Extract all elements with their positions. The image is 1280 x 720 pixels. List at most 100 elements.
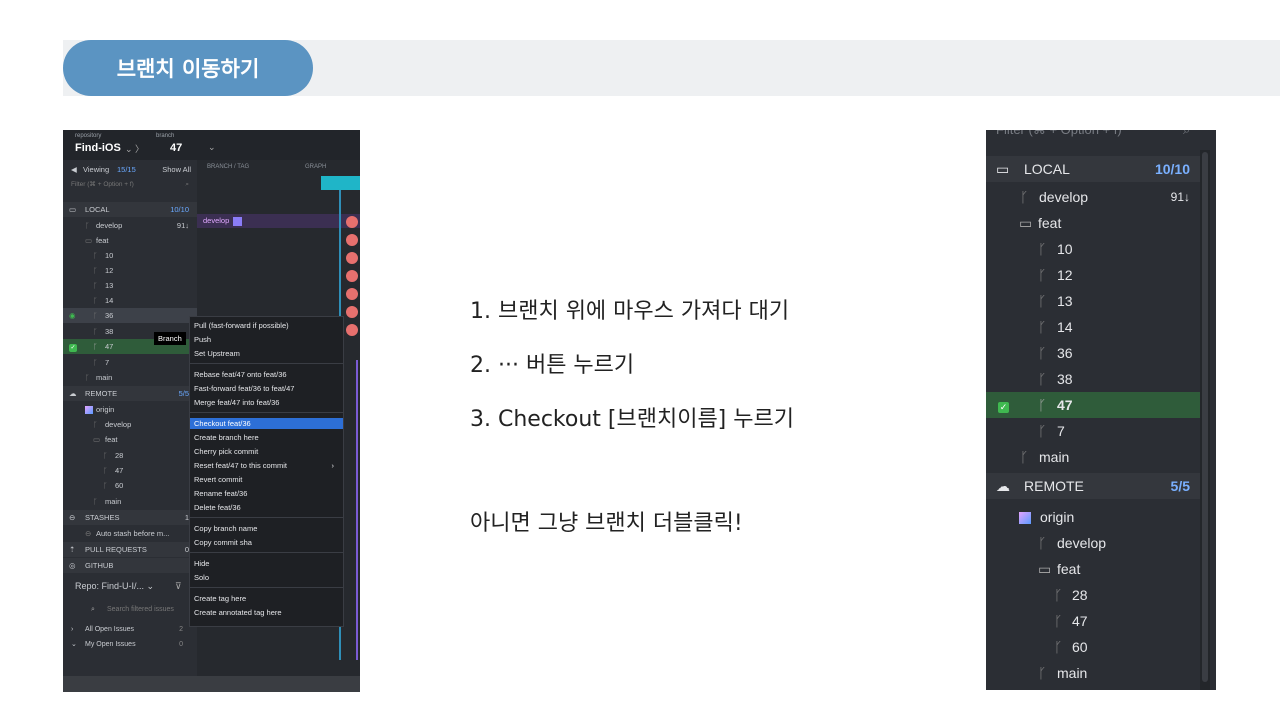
menu-item-create-annotated-tag[interactable]: Create annotated tag here	[194, 608, 282, 617]
menu-item-fast-forward[interactable]: Fast-forward feat/36 to feat/47	[194, 384, 295, 393]
branch-icon: ᚴ	[1054, 639, 1063, 655]
branch-icon: ᚴ	[93, 311, 98, 320]
avatar[interactable]	[346, 288, 358, 300]
scrollbar-thumb[interactable]	[1202, 152, 1208, 682]
menu-item-hide[interactable]: Hide	[194, 559, 210, 568]
menu-item-push[interactable]: Push	[194, 335, 212, 344]
folder-feat[interactable]: ▭feat	[63, 233, 197, 248]
issue-search-input[interactable]: ⌕Search filtered issues	[63, 602, 197, 617]
menu-item-create-branch[interactable]: Create branch here	[194, 433, 259, 442]
branch-icon: ᚴ	[93, 420, 98, 429]
graph-column-header: BRANCH / TAG GRAPH	[207, 164, 327, 170]
repo-chevron-icon[interactable]: ⌄ 〉	[125, 144, 145, 154]
avatar[interactable]	[346, 234, 358, 246]
avatar[interactable]	[346, 252, 358, 264]
menu-item-solo[interactable]: Solo	[194, 573, 210, 582]
menu-item-revert[interactable]: Revert commit	[194, 475, 243, 484]
branch-icon: ᚴ	[85, 373, 90, 382]
remote-origin[interactable]: origin	[986, 504, 1200, 530]
menu-item-reset[interactable]: Reset feat/47 to this commit›	[194, 461, 334, 470]
branch-icon: ᚴ	[1038, 665, 1047, 681]
remote-origin[interactable]: origin	[63, 402, 197, 417]
repo-toolbar: repository branch Find-iOS ⌄ 〉 47 ⌄	[63, 130, 360, 160]
menu-item-cherry-pick[interactable]: Cherry pick commit	[194, 447, 259, 456]
menu-item-delete[interactable]: Delete feat/36	[194, 503, 241, 512]
menu-item-set-upstream[interactable]: Set Upstream	[194, 349, 240, 358]
tooltip: Branch	[154, 332, 186, 345]
filter-input[interactable]: Filter (⌘ + Option + f) ⌕	[63, 177, 197, 192]
remote-folder-feat[interactable]: ▭feat	[986, 556, 1200, 582]
avatar[interactable]	[346, 306, 358, 318]
stash-icon: ⊖	[85, 529, 92, 538]
folder-feat[interactable]: ▭feat	[986, 210, 1200, 236]
stash-item[interactable]: ⊖Auto stash before m...	[63, 526, 197, 541]
menu-divider	[190, 587, 343, 588]
menu-item-copy-commit-sha[interactable]: Copy commit sha	[194, 538, 252, 547]
filter-input[interactable]: Filter (⌘ + Option + f) ⌕	[986, 130, 1216, 150]
branch-dropdown-icon[interactable]: ⌄	[208, 142, 216, 152]
remote-folder-feat[interactable]: ▭feat	[63, 432, 197, 447]
menu-item-pull[interactable]: Pull (fast-forward if possible)	[194, 321, 289, 330]
page-title: 브랜치 이동하기	[63, 40, 313, 96]
menu-item-rename[interactable]: Rename feat/36	[194, 489, 248, 498]
scrollbar[interactable]	[1200, 150, 1210, 690]
menu-item-copy-branch-name[interactable]: Copy branch name	[194, 524, 258, 533]
branch-tag-develop[interactable]: develop	[203, 214, 261, 228]
menu-item-rebase[interactable]: Rebase feat/47 onto feat/36	[194, 370, 287, 379]
avatar[interactable]	[346, 270, 358, 282]
repo-name[interactable]: Find-iOS	[75, 142, 121, 154]
menu-item-merge[interactable]: Merge feat/47 into feat/36	[194, 398, 280, 407]
avatar[interactable]	[346, 324, 358, 336]
branch-name[interactable]: 47	[170, 142, 183, 154]
menu-item-checkout[interactable]: Checkout feat/36	[190, 418, 343, 429]
search-icon: ⌕	[91, 606, 95, 613]
repo-select[interactable]: Repo: Find-U-I/... ⌄⊽	[63, 576, 197, 596]
branch-icon: ᚴ	[93, 327, 98, 336]
show-all-button[interactable]: Show All	[162, 165, 191, 174]
sidebar-section-github[interactable]: ◎GITHUB	[63, 558, 197, 573]
search-icon: ⌕	[1183, 130, 1190, 138]
branch-icon: ᚴ	[93, 251, 98, 260]
menu-item-create-tag[interactable]: Create tag here	[194, 594, 247, 603]
avatar[interactable]	[346, 216, 358, 228]
branch-icon: ᚴ	[1038, 345, 1047, 361]
menu-divider	[190, 363, 343, 364]
